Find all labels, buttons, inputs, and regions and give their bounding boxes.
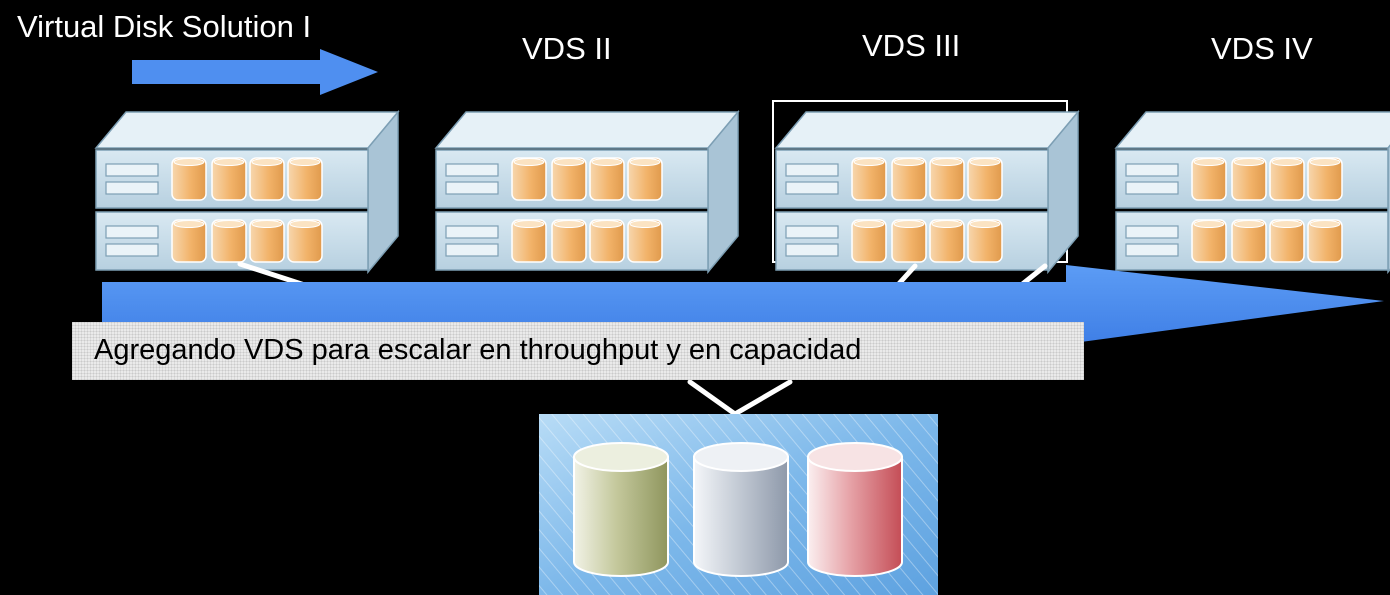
server-rack-icon bbox=[436, 112, 738, 272]
arrow-right-icon bbox=[132, 49, 378, 95]
storage-cylinder-icon bbox=[573, 442, 669, 577]
caption-text: Agregando VDS para escalar en throughput… bbox=[94, 334, 862, 366]
storage-cylinder-icon bbox=[807, 442, 903, 577]
caption-box: Agregando VDS para escalar en throughput… bbox=[72, 322, 1084, 380]
storage-cylinder-icon bbox=[693, 442, 789, 577]
label-vds-1: Virtual Disk Solution I bbox=[17, 9, 312, 44]
label-vds-2: VDS II bbox=[522, 31, 612, 66]
server-rack-icon bbox=[776, 112, 1078, 272]
server-rack-icon bbox=[96, 112, 398, 272]
server-rack-icon bbox=[1116, 112, 1390, 272]
arrow-right-icon bbox=[102, 265, 1384, 344]
label-vds-3: VDS III bbox=[862, 28, 961, 63]
label-vds-4: VDS IV bbox=[1211, 31, 1313, 66]
